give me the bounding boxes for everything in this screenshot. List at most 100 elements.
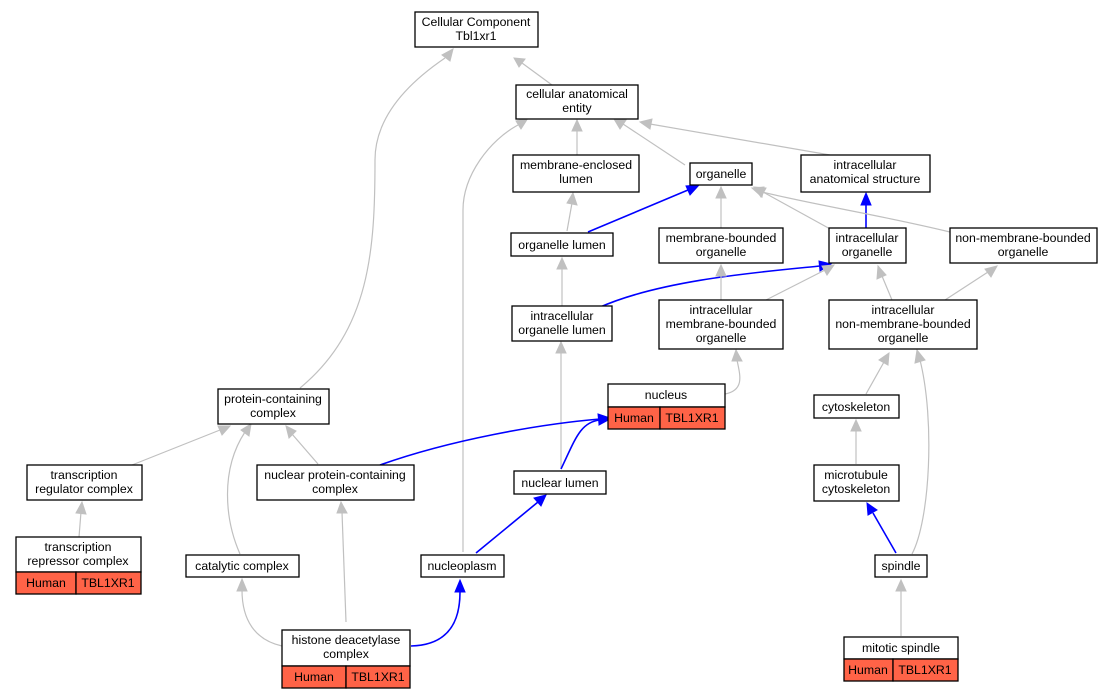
- node-label: intracellular: [531, 309, 594, 323]
- node-transcription-regulator-complex[interactable]: transcription regulator complex: [26, 464, 143, 501]
- annotation-species: Human: [294, 670, 334, 684]
- node-label: complex: [250, 406, 297, 420]
- arrowhead: [336, 500, 348, 514]
- arrowhead: [285, 425, 297, 439]
- node-catalytic-complex[interactable]: catalytic complex: [185, 554, 300, 578]
- annotation-gene: TBL1XR1: [898, 663, 951, 677]
- edge-cyto-to-inmbo: [865, 361, 885, 395]
- arrowhead: [850, 418, 862, 432]
- node-label: histone deacetylase: [292, 633, 401, 647]
- arrowhead: [685, 184, 701, 196]
- arrowhead: [895, 578, 907, 592]
- node-nuclear-lumen[interactable]: nuclear lumen: [513, 470, 607, 495]
- edge-hdac-to-cat: [241, 589, 283, 647]
- edge-spindle-to-inmbo: [911, 359, 930, 555]
- node-label: nucleoplasm: [427, 559, 496, 573]
- arrowhead: [821, 264, 836, 276]
- node-label: complex: [323, 647, 370, 661]
- arrowhead: [731, 348, 743, 362]
- edge-trep-to-trc: [78, 511, 82, 538]
- arrowhead: [715, 263, 727, 277]
- node-label: nucleus: [645, 388, 687, 402]
- annotation-gene-cell: [892, 658, 959, 682]
- node-membrane-enclosed-lumen[interactable]: membrane-enclosed lumen: [512, 154, 640, 193]
- node-label: organelle: [696, 331, 747, 345]
- node-label: membrane-bounded: [666, 317, 777, 331]
- arrowhead: [240, 423, 252, 437]
- node-histone-deacetylase-complex[interactable]: histone deacetylase complex Human TBL1XR…: [281, 629, 411, 689]
- edge-np-to-nl: [475, 501, 539, 554]
- arrowhead: [715, 185, 727, 199]
- node-membrane-bounded-organelle[interactable]: membrane-bounded organelle: [658, 227, 784, 264]
- nodes: Cellular Component Tbl1xr1 cellular anat…: [15, 11, 1098, 689]
- edge-io-to-org: [762, 191, 833, 231]
- node-label: transcription: [51, 468, 118, 482]
- arrowhead: [236, 577, 248, 592]
- arrowhead: [571, 118, 583, 132]
- node-label: intracellular: [690, 303, 753, 317]
- node-intracellular-anatomical-structure[interactable]: intracellular anatomical structure: [800, 154, 931, 193]
- edge-npcc-to-pcc: [291, 433, 319, 465]
- node-spindle[interactable]: spindle: [874, 554, 928, 578]
- arrowhead: [878, 351, 890, 366]
- arrowhead: [750, 186, 765, 198]
- edge-iol-to-io: [597, 265, 821, 309]
- node-mitotic-spindle[interactable]: mitotic spindle Human TBL1XR1: [843, 636, 959, 682]
- annotation-gene: TBL1XR1: [665, 411, 718, 425]
- node-cellular-component[interactable]: Cellular Component Tbl1xr1: [414, 11, 539, 48]
- node-label: cytoskeleton: [822, 400, 891, 414]
- node-cellular-anatomical-entity[interactable]: cellular anatomical entity: [515, 84, 639, 120]
- node-label: intracellular: [872, 303, 935, 317]
- node-label: Cellular Component: [422, 15, 531, 29]
- annotation-species: Human: [848, 663, 888, 677]
- node-protein-containing-complex[interactable]: protein-containing complex: [217, 388, 330, 425]
- node-label: nuclear lumen: [521, 476, 598, 490]
- node-label: organelle: [878, 331, 929, 345]
- arrowhead: [533, 494, 547, 507]
- node-non-membrane-bounded-organelle[interactable]: non-membrane-bounded organelle: [949, 227, 1098, 264]
- node-label: complex: [312, 482, 359, 496]
- node-intracellular-organelle-lumen[interactable]: intracellular organelle lumen: [511, 305, 613, 342]
- node-label: non-membrane-bounded: [955, 231, 1091, 245]
- node-label: Tbl1xr1: [455, 29, 496, 43]
- edge-hdac-to-np: [410, 591, 461, 647]
- node-organelle-lumen[interactable]: organelle lumen: [510, 232, 614, 257]
- node-microtubule-cytoskeleton[interactable]: microtubule cytoskeleton: [813, 464, 900, 502]
- node-nucleus[interactable]: nucleus Human TBL1XR1: [607, 383, 726, 430]
- edge-cae-to-cc: [521, 62, 553, 86]
- node-label: entity: [562, 101, 592, 115]
- arrowhead: [876, 264, 887, 280]
- annotation-gene-cell: [75, 571, 142, 595]
- edge-np-to-cae: [462, 124, 519, 552]
- arrowhead: [75, 500, 87, 515]
- arrowhead: [555, 340, 567, 354]
- annotation-species: Human: [26, 576, 66, 590]
- arrowhead: [454, 578, 466, 593]
- annotation-species: Human: [614, 411, 654, 425]
- node-label: organelle lumen: [518, 238, 606, 252]
- edge-nucleus-to-imbo: [724, 359, 741, 395]
- arrowhead: [638, 118, 653, 130]
- node-nuclear-protein-containing-complex[interactable]: nuclear protein-containing complex: [256, 464, 415, 501]
- node-transcription-repressor-complex[interactable]: transcription repressor complex Human TB…: [15, 536, 142, 595]
- edge-npcc-to-nucleus: [379, 418, 601, 466]
- node-intracellular-organelle[interactable]: intracellular organelle: [828, 227, 907, 264]
- arrowhead: [217, 425, 232, 436]
- edges: [75, 48, 998, 647]
- node-intracellular-membrane-bounded-organelle[interactable]: intracellular membrane-bounded organelle: [658, 299, 784, 350]
- node-label: organelle: [696, 245, 747, 259]
- arrowhead: [556, 256, 568, 270]
- arrowhead: [860, 191, 872, 206]
- edge-inmbo-to-io: [881, 275, 893, 301]
- node-label: microtubule: [824, 468, 888, 482]
- node-nucleoplasm[interactable]: nucleoplasm: [420, 554, 505, 578]
- node-label: organelle: [842, 245, 893, 259]
- node-label: spindle: [882, 559, 921, 573]
- node-intracellular-non-membrane-bounded-organelle[interactable]: intracellular non-membrane-bounded organ…: [828, 299, 978, 350]
- edge-inmbo-to-nmbo: [944, 271, 989, 301]
- arrowhead: [513, 57, 526, 68]
- node-cytoskeleton[interactable]: cytoskeleton: [813, 394, 900, 419]
- edge-ol-to-org-blue: [587, 189, 689, 233]
- node-organelle[interactable]: organelle: [689, 162, 753, 186]
